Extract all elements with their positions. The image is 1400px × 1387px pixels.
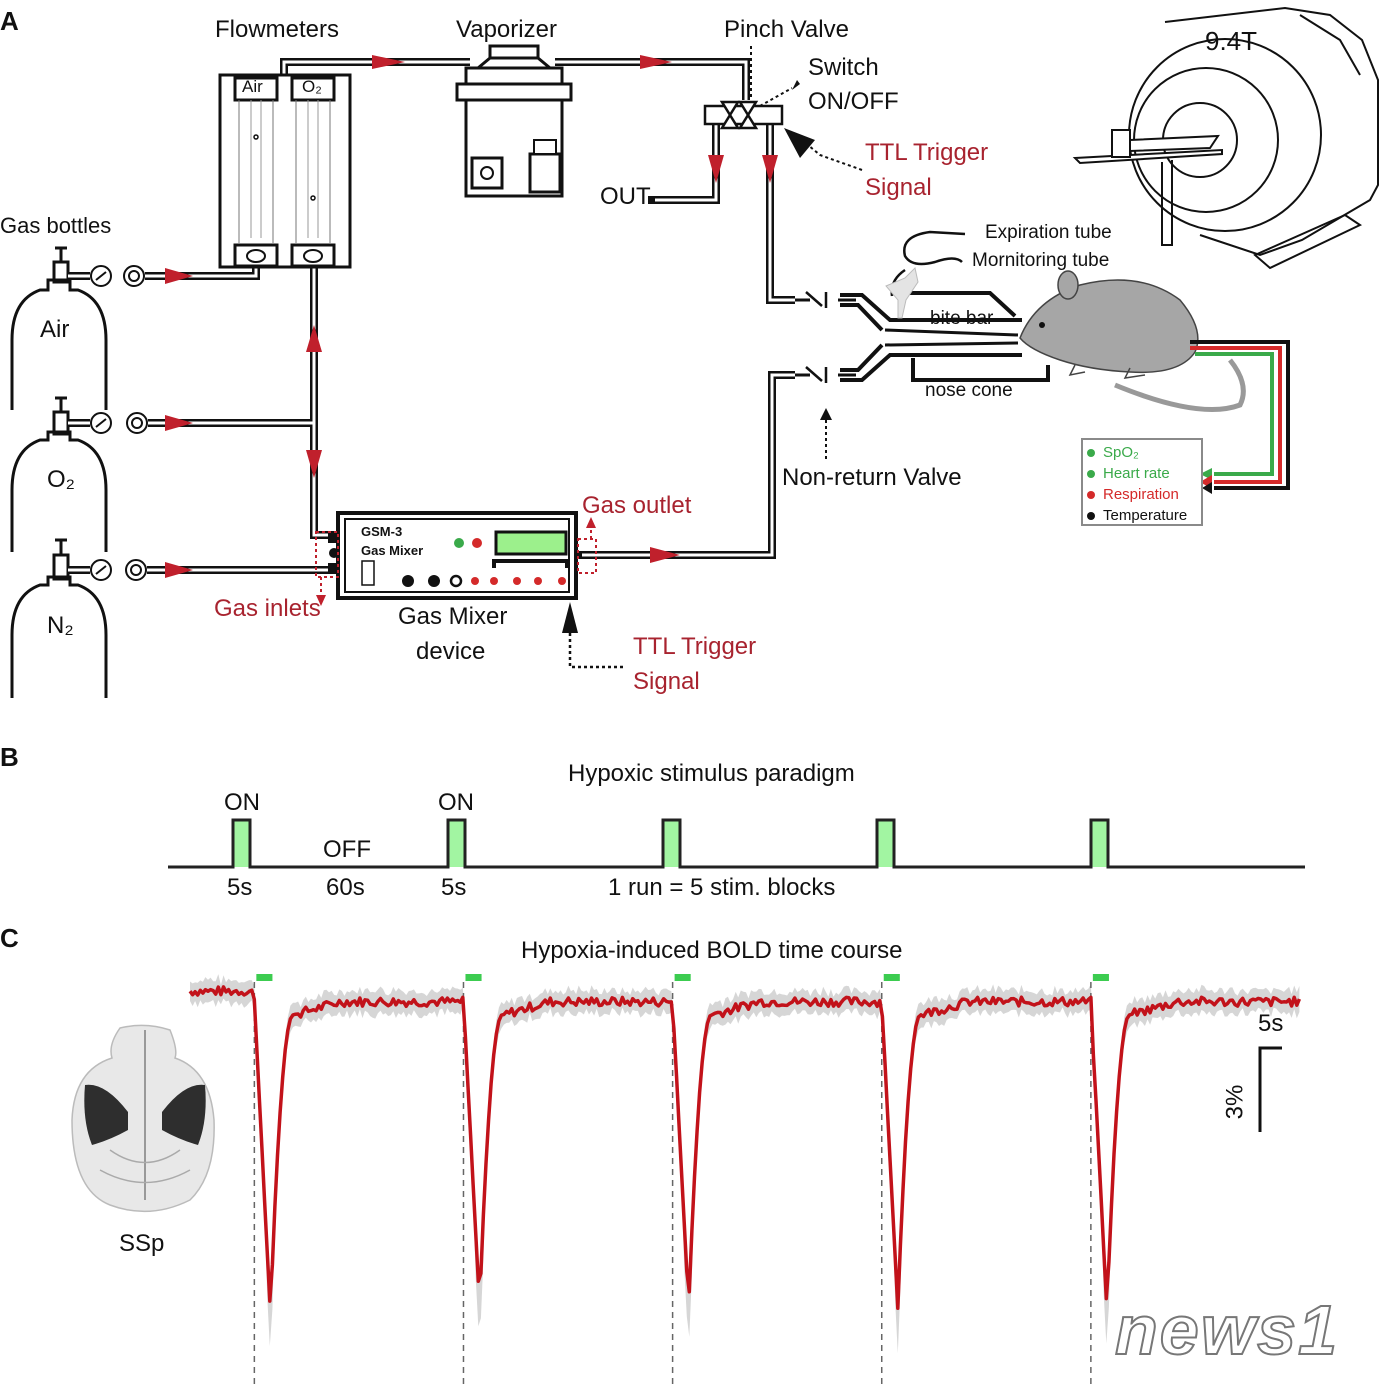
label-monitoring-tube: Mornitoring tube — [972, 250, 1110, 271]
legend-item-respiration: Respiration — [1087, 484, 1201, 505]
panel-letter-b: B — [0, 742, 19, 772]
panel-letter-a: A — [0, 6, 19, 36]
scale-bar-x-label: 5s — [1258, 1010, 1284, 1037]
paradigm-off-label: OFF — [323, 836, 371, 863]
brain-outline-icon — [71, 1024, 215, 1213]
legend-item-temperature: Temperature — [1087, 505, 1201, 526]
mixer-panel-model: GSM-3 — [361, 524, 403, 539]
mri-scanner — [1072, 6, 1379, 270]
paradigm-on-label-1: ON — [224, 789, 260, 816]
y-connector — [840, 291, 1050, 382]
label-bite-bar: bite bar — [930, 308, 994, 329]
gas-bottle-n2 — [10, 538, 108, 698]
label-out: OUT — [600, 183, 651, 210]
port-highlights — [315, 526, 597, 595]
rat-illustration — [1019, 270, 1246, 412]
brain-region-label: SSp — [119, 1230, 165, 1257]
scale-bar — [1258, 1046, 1282, 1132]
label-switch: Switch — [808, 54, 879, 81]
flowmeter-o2-label: O₂ — [302, 77, 322, 96]
legend-dot-icon — [1087, 469, 1095, 478]
flowmeter-air-label: Air — [242, 77, 263, 96]
stimulus-bar — [883, 974, 900, 981]
paradigm-on-duration-2: 5s — [441, 874, 467, 901]
label-gas-inlets: Gas inlets — [214, 595, 321, 622]
label-gas-mixer: Gas Mixer — [398, 603, 508, 630]
label-vaporizer: Vaporizer — [456, 16, 557, 43]
bold-mean-line — [188, 985, 1302, 1311]
legend-dot-icon — [1087, 448, 1095, 457]
bottle-o2-label: O₂ — [47, 466, 75, 493]
gas-mixer-device — [336, 511, 578, 600]
legend-item-spo2: SpO₂ — [1087, 442, 1201, 463]
label-ttl-top: TTL Trigger — [865, 139, 989, 166]
vaporizer — [455, 44, 573, 198]
paradigm-on-label-2: ON — [438, 789, 474, 816]
regulators — [90, 265, 148, 581]
legend-item-heart-rate: Heart rate — [1087, 463, 1201, 484]
gas-bottle-o2 — [10, 396, 108, 552]
legend-dot-icon — [1087, 511, 1095, 520]
label-gas-bottles: Gas bottles — [0, 213, 112, 238]
label-ttl-bottom: TTL Trigger — [633, 633, 757, 660]
stimulus-bar — [465, 974, 482, 981]
switch-arrowhead — [792, 80, 800, 90]
label-ttl-top-signal: Signal — [865, 174, 932, 201]
flowmeter-unit — [218, 73, 352, 269]
monitoring-wires — [1190, 340, 1290, 490]
stimulus-bar — [1092, 974, 1109, 981]
label-mri-field: 9.4T — [1205, 26, 1258, 56]
mixer-knobs — [328, 533, 582, 588]
pinch-valve — [703, 100, 784, 130]
watermark: news1 — [1114, 1290, 1339, 1370]
label-pinch-valve: Pinch Valve — [724, 16, 849, 43]
paradigm-title: Hypoxic stimulus paradigm — [568, 760, 855, 787]
bottle-n2-label: N₂ — [47, 612, 74, 639]
stimulus-bar — [674, 974, 691, 981]
ttl-bottom-arrowhead — [562, 602, 578, 633]
ttl-top-arrowhead — [784, 128, 815, 158]
bottle-air-label: Air — [40, 316, 70, 343]
panel-letter-c: C — [0, 923, 19, 953]
setup-diagram — [10, 6, 1379, 698]
chart-title: Hypoxia-induced BOLD time course — [521, 937, 903, 964]
label-switch-onoff: ON/OFF — [808, 88, 899, 115]
legend-dot-icon — [1087, 490, 1095, 499]
monitor-legend: SpO₂ Heart rate Respiration Temperature — [1081, 438, 1203, 526]
label-gas-outlet: Gas outlet — [582, 492, 692, 519]
mixer-panel-name: Gas Mixer — [361, 543, 424, 558]
label-expiration-tube: Expiration tube — [985, 222, 1112, 243]
non-return-valves — [795, 291, 856, 383]
label-non-return-valve: Non-return Valve — [782, 464, 962, 491]
paradigm-run-label: 1 run = 5 stim. blocks — [608, 874, 836, 901]
label-gas-mixer-device: device — [416, 638, 486, 665]
label-flowmeters: Flowmeters — [215, 16, 340, 43]
label-ttl-bottom-signal: Signal — [633, 668, 700, 695]
paradigm-off-duration: 60s — [326, 874, 365, 901]
flow-arrows — [165, 55, 778, 578]
paradigm-on-duration-1: 5s — [227, 874, 253, 901]
label-nose-cone: nose cone — [925, 380, 1013, 401]
stimulus-bar — [256, 974, 273, 981]
